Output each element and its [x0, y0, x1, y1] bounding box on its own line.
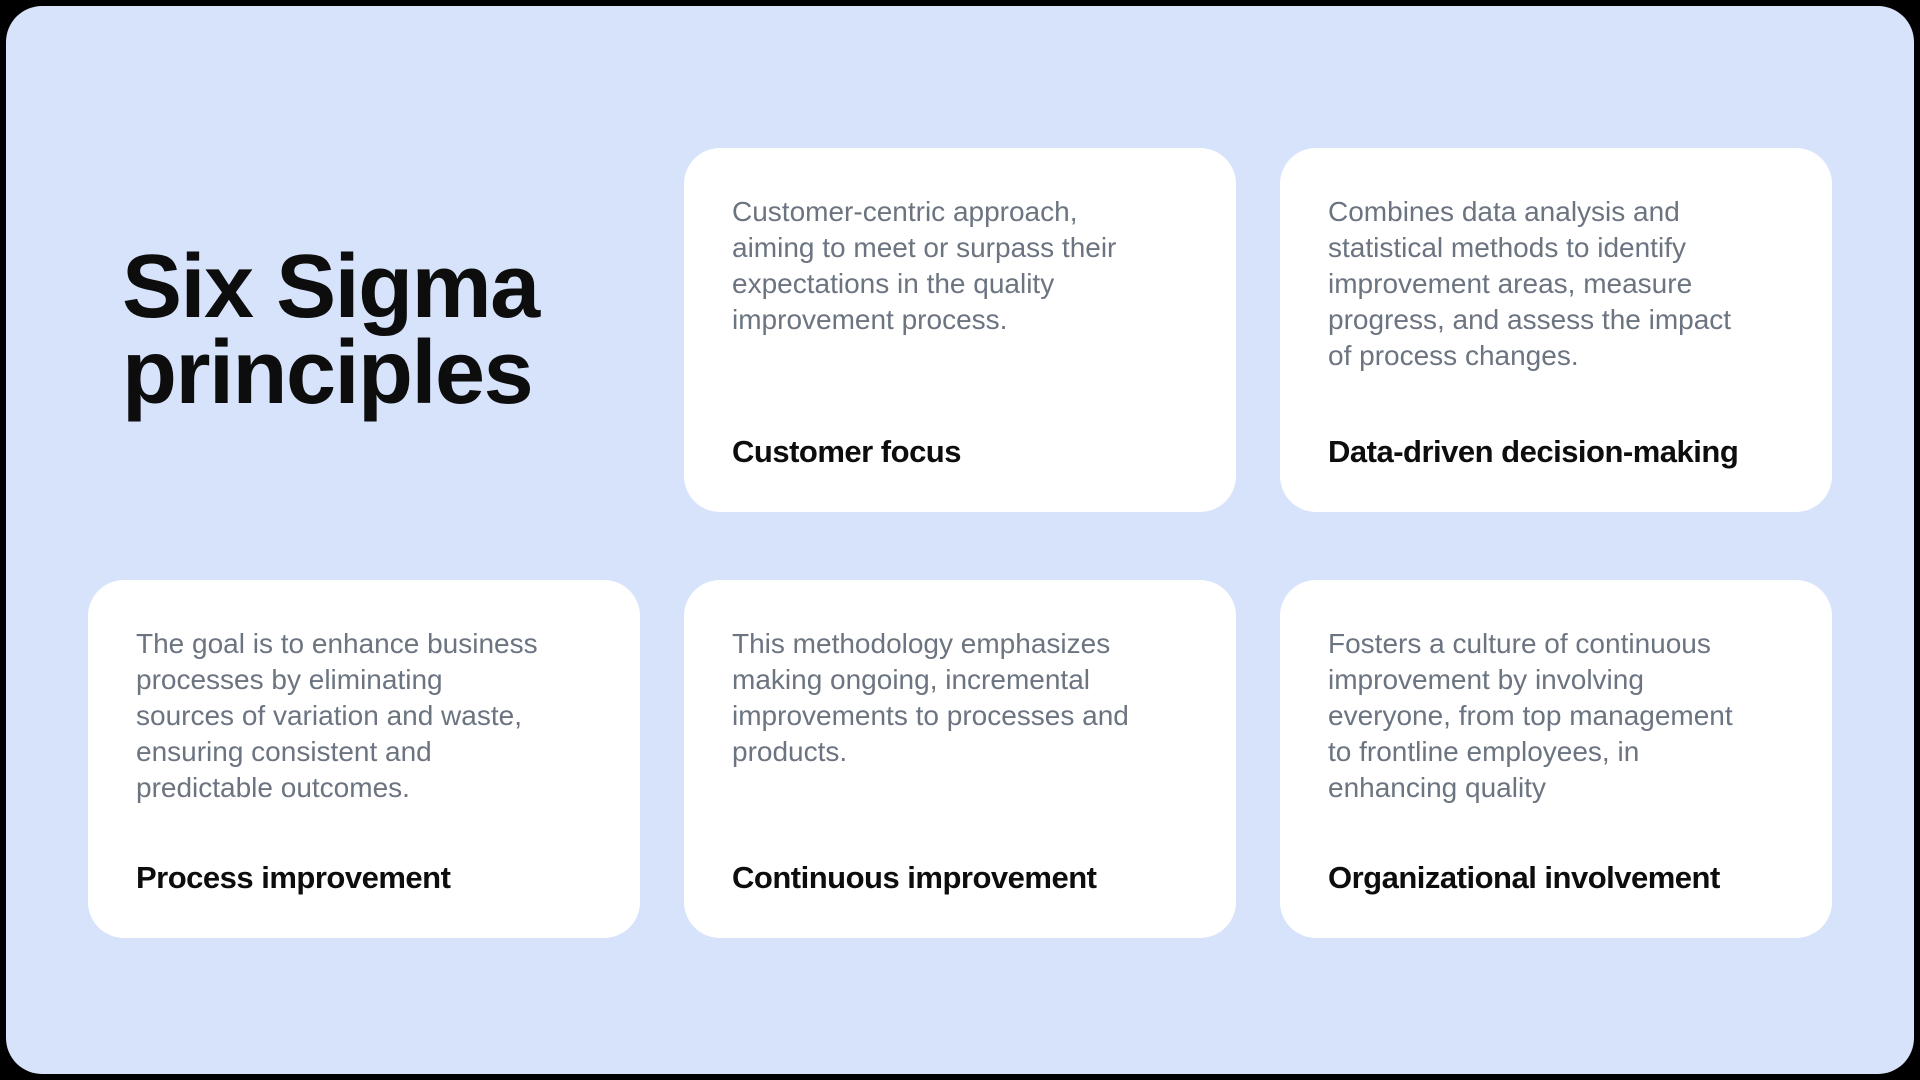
card-title: Data-driven decision-making	[1328, 434, 1739, 469]
card-description: Customer-centric approach, aiming to mee…	[732, 196, 1117, 335]
card-description: Combines data analysis and statistical m…	[1328, 196, 1732, 371]
card-continuous-improvement: This methodology emphasizes making ongoi…	[684, 580, 1236, 938]
page-title-line-2: principles	[122, 323, 534, 423]
card-process-improvement: The goal is to enhance business processe…	[88, 580, 640, 938]
card-title: Customer focus	[732, 434, 961, 469]
title-cell: Six Sigma principles	[88, 148, 640, 512]
page-title: Six Sigma principles	[122, 237, 640, 423]
card-description: This methodology emphasizes making ongoi…	[732, 628, 1129, 767]
card-organizational-involvement: Fosters a culture of continuous improvem…	[1280, 580, 1832, 938]
card-title: Organizational involvement	[1328, 860, 1720, 895]
page-title-line-1: Six Sigma	[122, 237, 540, 337]
slide-board: Six Sigma principles Customer-centric ap…	[6, 6, 1914, 1074]
card-title: Continuous improvement	[732, 860, 1097, 895]
card-description: The goal is to enhance business processe…	[136, 628, 538, 803]
card-data-driven-decision-making: Combines data analysis and statistical m…	[1280, 148, 1832, 512]
cards-grid: Six Sigma principles Customer-centric ap…	[6, 6, 1914, 938]
card-title: Process improvement	[136, 860, 451, 895]
card-customer-focus: Customer-centric approach, aiming to mee…	[684, 148, 1236, 512]
card-description: Fosters a culture of continuous improvem…	[1328, 628, 1733, 803]
